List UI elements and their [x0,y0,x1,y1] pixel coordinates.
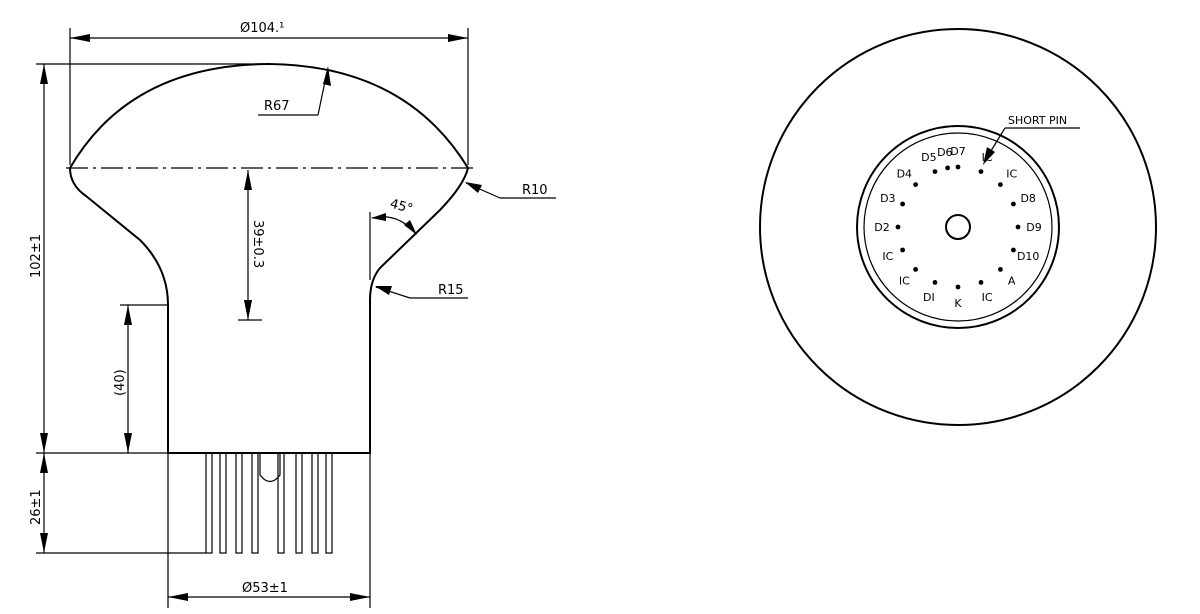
pin-dot [1015,224,1021,230]
dim-base-diameter: Ø53±1 [242,581,288,596]
pin-label: D6 [937,146,952,159]
pin-dot [900,201,905,207]
pin-dot [978,169,984,175]
dim-depth: 39±0.3 [250,220,265,268]
dim-neck-length: (40) [113,369,128,396]
base-inner-circle [863,132,1053,322]
pin-label: D7 [950,145,965,158]
pin-label: D4 [897,167,912,180]
pin-label: A [1008,275,1016,288]
dim-pin-length: 26±1 [29,489,44,525]
pin-ring: D7ICICD8D9D10AICKDIICICD2D3D4D5D6 [874,145,1041,310]
pin-dot [955,164,961,170]
front-view: D7ICICD8D9D10AICKDIICICD2D3D4D5D6 SHORT … [759,28,1157,426]
pin-label: IC [982,291,993,304]
pin-dot [932,280,938,285]
pin-label: D8 [1020,192,1035,205]
pin-dot [913,182,918,188]
tube-outline [68,62,470,454]
side-view: Ø104.¹ R67 R10 R15 45° 39±0.3 [29,21,556,608]
pin-label: D3 [880,192,895,205]
pin-dot [932,169,938,175]
pin-dot [913,267,918,272]
pin-dot [1011,247,1016,253]
pin-dot [998,182,1003,188]
base-pins [205,452,333,554]
pin-label: IC [1006,167,1017,180]
pin-label: D9 [1026,221,1041,234]
pin-label: IC [899,275,910,288]
pin-dot [900,247,905,253]
pin-label: IC [882,250,893,263]
pin-dot [1011,201,1016,207]
pin-label: D2 [874,221,889,234]
pin-label: D5 [921,151,936,164]
pin-label: DI [923,291,935,304]
dim-overall-height: 102±1 [29,234,44,278]
exhaust-tip [259,453,281,483]
pin-label: D10 [1017,250,1039,263]
exhaust-tube-circle [945,214,971,240]
dim-radius-top: R67 [264,99,290,114]
dim-top-diameter: Ø104.¹ [240,21,284,36]
dim-radius-neck: R15 [438,283,464,298]
pin-label: K [954,297,962,310]
pin-dot [998,267,1003,272]
pin-dot [895,224,901,230]
dim-angle: 45° [388,197,414,217]
bulb-outline-circle [759,28,1157,426]
dim-radius-shoulder: R10 [522,183,548,198]
pin-dot [978,280,984,285]
pin-dot [955,284,961,290]
short-pin-label: SHORT PIN [1008,114,1067,127]
pin-dot [945,165,950,171]
base-outer-circle [856,125,1060,329]
